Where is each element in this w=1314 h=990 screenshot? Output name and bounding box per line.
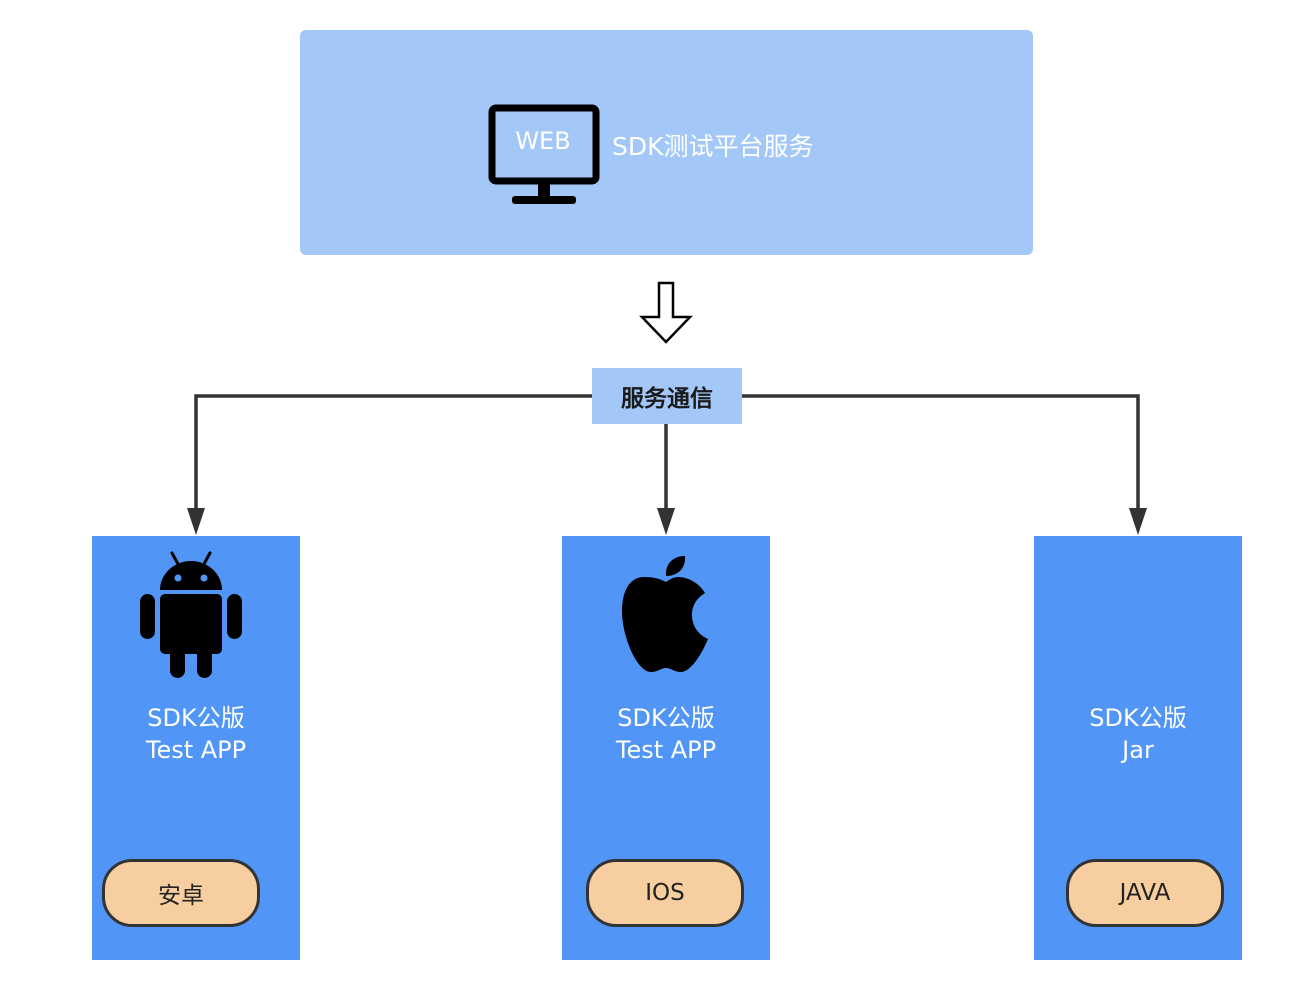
arrowhead-middle: [657, 508, 675, 535]
top-title: SDK测试平台服务: [612, 132, 814, 161]
service-communication-hub: 服务通信: [592, 368, 742, 424]
android-card-text: SDK公版 Test APP: [92, 702, 300, 766]
monitor-icon: [488, 104, 600, 204]
java-card-text: SDK公版 Jar: [1034, 702, 1242, 766]
connector-right: [742, 394, 1140, 512]
arrowhead-left: [187, 508, 205, 535]
java-card: SDK公版 Jar JAVA: [1034, 536, 1242, 960]
ios-card: SDK公版 Test APP IOS: [562, 536, 770, 960]
android-card-line2: Test APP: [145, 736, 247, 764]
ios-card-line2: Test APP: [615, 736, 717, 764]
android-card: SDK公版 Test APP 安卓: [92, 536, 300, 960]
web-service-box: [300, 30, 1033, 255]
connector-left: [194, 394, 592, 512]
java-tag: JAVA: [1066, 859, 1224, 927]
apple-icon: [622, 556, 708, 672]
java-card-line1: SDK公版: [1089, 704, 1187, 732]
down-arrow-icon: [639, 281, 693, 344]
ios-card-line1: SDK公版: [617, 704, 715, 732]
ios-tag: IOS: [586, 859, 744, 927]
monitor-label: WEB: [515, 127, 571, 155]
ios-card-text: SDK公版 Test APP: [562, 702, 770, 766]
android-tag: 安卓: [102, 859, 260, 927]
android-icon: [140, 551, 242, 678]
java-card-line2: Jar: [1122, 736, 1154, 764]
arrowhead-right: [1129, 508, 1147, 535]
android-card-line1: SDK公版: [147, 704, 245, 732]
